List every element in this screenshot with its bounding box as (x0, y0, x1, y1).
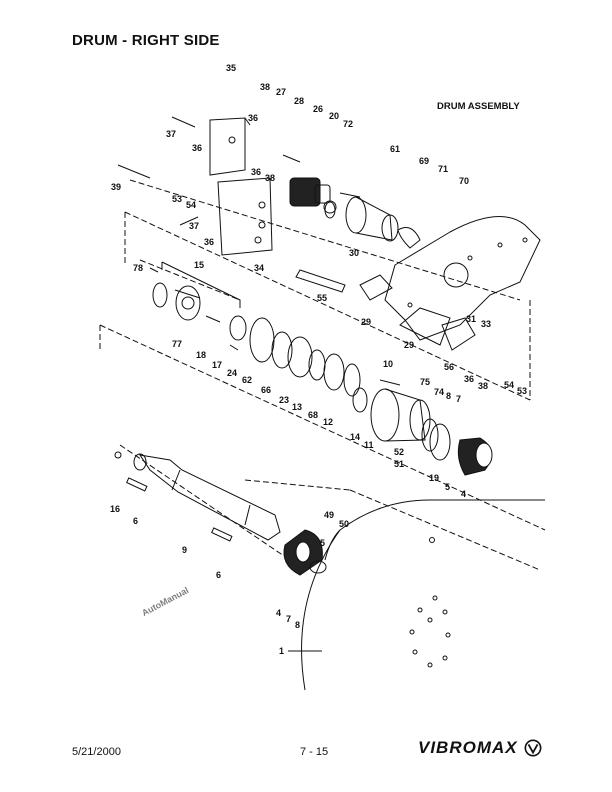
callout-75: 75 (420, 377, 430, 387)
callout-36: 36 (464, 374, 474, 384)
shaft-pin (295, 269, 346, 293)
callout-17: 17 (212, 360, 222, 370)
callout-69: 69 (419, 156, 429, 166)
key-lower-left (126, 477, 148, 492)
callout-15: 15 (194, 260, 204, 270)
callout-14: 14 (350, 432, 360, 442)
callout-27: 27 (276, 87, 286, 97)
callout-23: 23 (279, 395, 289, 405)
brand-name: VIBROMAX (418, 738, 518, 757)
brand-emblem-icon (524, 739, 542, 757)
callout-13: 13 (292, 402, 302, 412)
key-center (211, 527, 233, 542)
callout-53: 53 (172, 194, 182, 204)
callout-7: 7 (286, 614, 291, 624)
callout-1: 1 (279, 646, 284, 656)
callout-29: 29 (361, 317, 371, 327)
callout-labels: 35 38 27 28 26 20 72 37 36 36 36 38 61 6… (110, 63, 527, 656)
callout-6: 6 (133, 516, 138, 526)
callout-53: 53 (517, 386, 527, 396)
callout-29: 29 (404, 340, 414, 350)
callout-68: 68 (308, 410, 318, 420)
callout-16: 16 (110, 504, 120, 514)
callout-37: 37 (189, 221, 199, 231)
drum-shell (301, 499, 545, 691)
callout-24: 24 (227, 368, 237, 378)
callout-5: 5 (320, 538, 325, 548)
callout-78: 78 (133, 263, 143, 273)
watermark: AutoManual (140, 585, 190, 618)
callout-38: 38 (265, 173, 275, 183)
callout-9: 9 (182, 545, 187, 555)
callout-39: 39 (111, 182, 121, 192)
hydraulic-motor (289, 177, 337, 214)
pin (114, 451, 122, 459)
callout-4: 4 (276, 608, 281, 618)
callout-62: 62 (242, 375, 252, 385)
callout-71: 71 (438, 164, 448, 174)
callout-8: 8 (295, 620, 300, 630)
callout-20: 20 (329, 111, 339, 121)
callout-72: 72 (343, 119, 353, 129)
bearing-assembly (152, 282, 201, 321)
callout-37: 37 (166, 129, 176, 139)
page-title: DRUM - RIGHT SIDE (72, 32, 220, 49)
revision-date: 5/21/2000 (72, 746, 121, 758)
callout-12: 12 (323, 417, 333, 427)
callout-54: 54 (186, 200, 196, 210)
callout-54: 54 (504, 380, 514, 390)
callout-7: 7 (456, 394, 461, 404)
callout-30: 30 (349, 248, 359, 258)
lower-bearing (283, 529, 327, 576)
callout-61: 61 (390, 144, 400, 154)
callout-33: 33 (481, 319, 491, 329)
callout-34: 34 (254, 263, 264, 273)
roller-bearing (421, 418, 493, 476)
callout-8: 8 (446, 391, 451, 401)
callout-18: 18 (196, 350, 206, 360)
drum-end-plate (384, 216, 541, 341)
callout-66: 66 (261, 385, 271, 395)
callout-74: 74 (434, 387, 444, 397)
flange-hub (352, 387, 431, 442)
callout-28: 28 (294, 96, 304, 106)
callout-35: 35 (226, 63, 236, 73)
bearing-block (359, 274, 393, 301)
seal-stack (229, 315, 361, 397)
callout-51: 51 (394, 459, 404, 469)
callout-52: 52 (394, 447, 404, 457)
main-shaft (133, 453, 281, 541)
callout-38: 38 (260, 82, 270, 92)
callout-49: 49 (324, 510, 334, 520)
assembly-label: DRUM ASSEMBLY (437, 101, 520, 112)
callout-6: 6 (216, 570, 221, 580)
callout-36: 36 (192, 143, 202, 153)
mounting-bracket (209, 117, 273, 256)
cover-plate (441, 317, 476, 351)
bolts (117, 116, 401, 386)
callout-55: 55 (317, 293, 327, 303)
callout-19: 19 (429, 473, 439, 483)
callout-31: 31 (466, 314, 476, 324)
callout-5: 5 (445, 482, 450, 492)
page-number: 7 - 15 (300, 746, 329, 758)
hub-housing (324, 196, 421, 249)
callout-38: 38 (478, 381, 488, 391)
callout-36: 36 (251, 167, 261, 177)
callout-36: 36 (204, 237, 214, 247)
callout-26: 26 (313, 104, 323, 114)
callout-4: 4 (461, 489, 466, 499)
callout-70: 70 (459, 176, 469, 186)
callout-36: 36 (248, 113, 258, 123)
callout-56: 56 (444, 362, 454, 372)
callout-77: 77 (172, 339, 182, 349)
mount-plate (399, 307, 451, 346)
callout-10: 10 (383, 359, 393, 369)
brand-logo: VIBROMAX (418, 738, 542, 758)
callout-50: 50 (339, 519, 349, 529)
assembly-guide-lines (99, 179, 546, 571)
group-bracket (161, 261, 241, 308)
callout-11: 11 (364, 440, 374, 450)
